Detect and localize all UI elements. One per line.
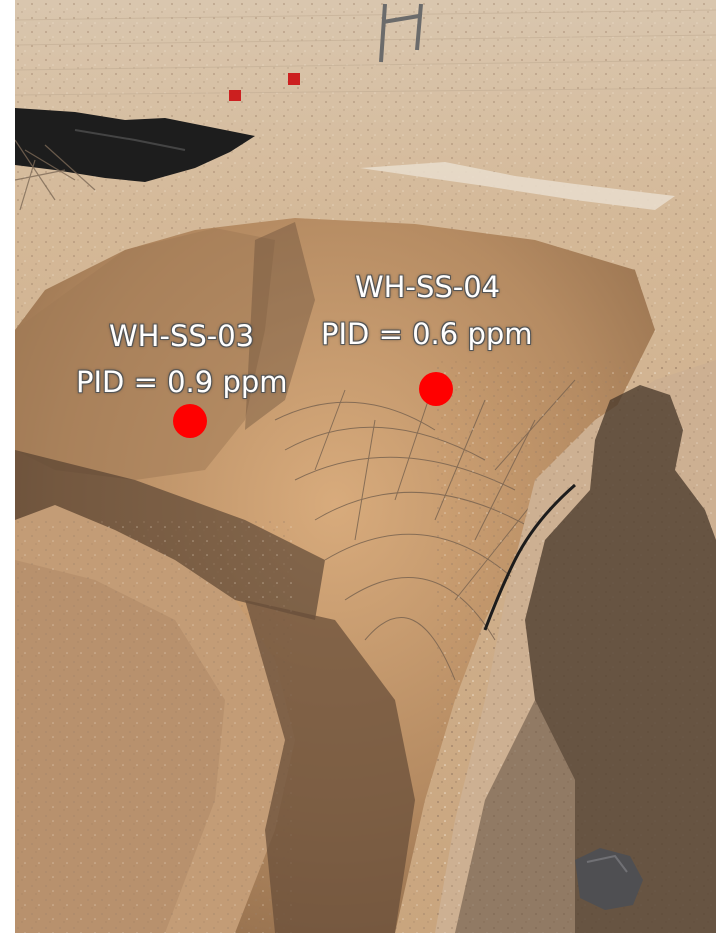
sample-marker-ws-ss-04 <box>419 372 453 406</box>
wood-debris <box>360 162 675 210</box>
sample-marker-ws-ss-03 <box>173 404 207 438</box>
sample-label-ws-ss-04: WH-SS-04 <box>355 270 501 304</box>
sample-label-ws-ss-03: WH-SS-03 <box>109 319 255 353</box>
dry-brush-left <box>15 139 96 211</box>
pid-label-ws-ss-03: PID = 0.9 ppm <box>76 365 288 399</box>
black-hose <box>483 483 576 631</box>
rock <box>575 848 643 910</box>
black-tarp <box>15 108 255 182</box>
pid-label-ws-ss-04: PID = 0.6 ppm <box>321 317 533 351</box>
excavation-photo <box>15 0 716 933</box>
red-cup <box>288 73 300 85</box>
photo-illustration <box>15 0 716 933</box>
pit-trench <box>245 600 415 933</box>
person-shadow <box>525 385 716 933</box>
metal-post <box>379 3 423 63</box>
field-furrows <box>15 9 716 96</box>
red-cup <box>229 90 241 101</box>
